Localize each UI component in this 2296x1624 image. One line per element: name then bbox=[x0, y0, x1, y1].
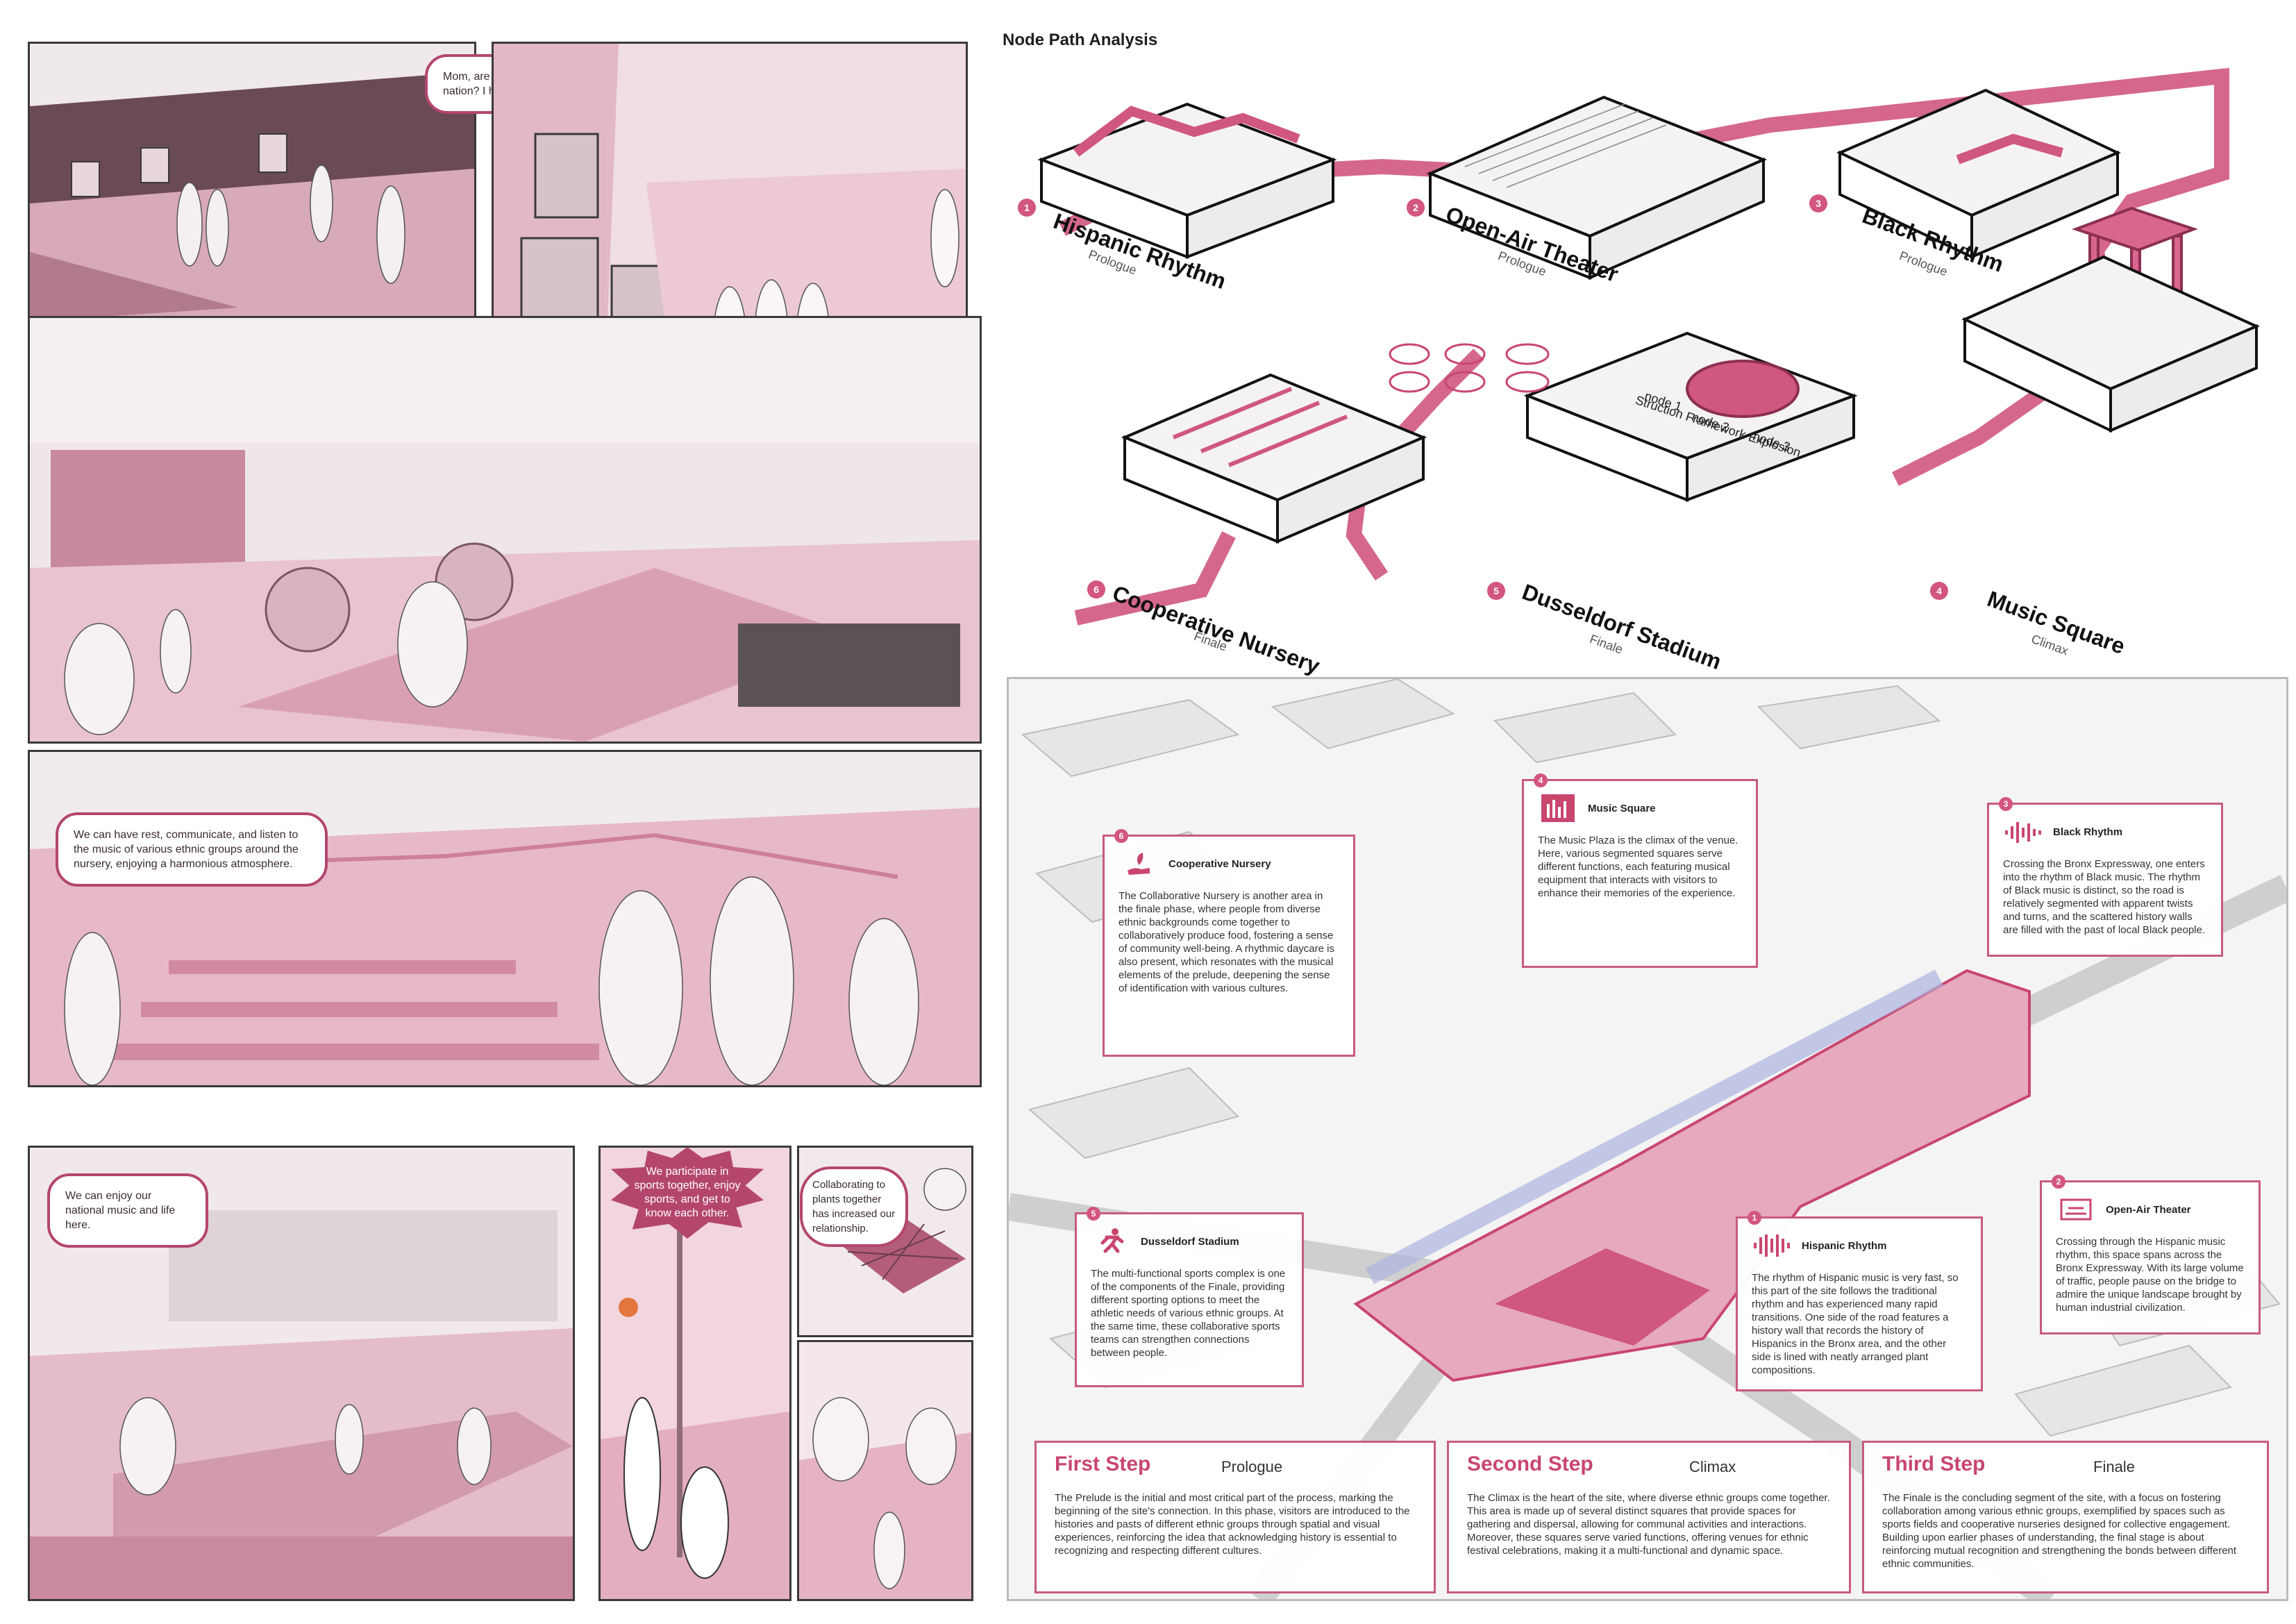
plaza-illustration bbox=[30, 318, 980, 742]
card-number: 3 bbox=[1999, 797, 2013, 811]
sound-wave-icon bbox=[2003, 816, 2043, 848]
card-text: The Music Plaza is the climax of the ven… bbox=[1538, 835, 1738, 899]
block-number-4: 4 bbox=[1930, 582, 1948, 600]
block-dusseldorf-stadium bbox=[1523, 331, 1858, 502]
card-number: 2 bbox=[2052, 1175, 2065, 1189]
card-open-air-theater: 2 Open-Air Theater Crossing through the … bbox=[2040, 1175, 2261, 1334]
card-dusseldorf-stadium: 5 Dusseldorf Stadium The multi-functiona… bbox=[1075, 1207, 1304, 1387]
comic-panel-museum bbox=[28, 42, 476, 324]
block-black-rhythm bbox=[1836, 88, 2121, 260]
block-open-air-theater bbox=[1426, 95, 1768, 281]
block-number-6: 6 bbox=[1087, 580, 1105, 598]
nursery-illustration bbox=[30, 752, 980, 1085]
block-music-square bbox=[1961, 255, 2260, 433]
theater-icon bbox=[2056, 1194, 2096, 1225]
comic-panel-nursery bbox=[28, 750, 982, 1087]
card-title: Black Rhythm bbox=[2053, 826, 2123, 838]
step-first: First Step Prologue The Prelude is the i… bbox=[1034, 1441, 1436, 1593]
card-title: Open-Air Theater bbox=[2106, 1203, 2191, 1216]
block-number-5: 5 bbox=[1487, 582, 1505, 600]
step-title: Third Step bbox=[1882, 1453, 1986, 1475]
waveform-icon bbox=[1752, 1230, 1792, 1262]
node-path-title: Node Path Analysis bbox=[1003, 31, 1158, 49]
comic-panel-garden bbox=[797, 1340, 973, 1601]
runner-icon bbox=[1091, 1225, 1131, 1257]
step-text: The Climax is the heart of the site, whe… bbox=[1467, 1492, 1830, 1557]
step-title: First Step bbox=[1055, 1453, 1151, 1475]
card-text: The multi-functional sports complex is o… bbox=[1091, 1268, 1286, 1359]
step-third: Third Step Finale The Finale is the conc… bbox=[1862, 1441, 2269, 1593]
card-title: Music Square bbox=[1588, 802, 1656, 814]
card-number: 4 bbox=[1534, 773, 1548, 787]
plant-hand-icon bbox=[1118, 848, 1159, 880]
block-number-1: 1 bbox=[1018, 199, 1036, 217]
step-phase: Climax bbox=[1689, 1458, 1736, 1475]
step-second: Second Step Climax The Climax is the hea… bbox=[1447, 1441, 1851, 1593]
card-text: Crossing the Bronx Expressway, one enter… bbox=[2003, 858, 2205, 936]
card-title: Dusseldorf Stadium bbox=[1141, 1235, 1239, 1248]
speech-bubble-music: We can enjoy our national music and life… bbox=[47, 1173, 208, 1248]
card-black-rhythm: 3 Black Rhythm Crossing the Bronx Expres… bbox=[1987, 797, 2223, 957]
step-title: Second Step bbox=[1467, 1453, 1593, 1475]
block-hispanic-rhythm bbox=[1037, 102, 1337, 259]
node-path-axonometric bbox=[1037, 67, 2260, 626]
card-hispanic-rhythm: 1 Hispanic Rhythm The rhythm of Hispanic… bbox=[1736, 1211, 1983, 1391]
block-number-3: 3 bbox=[1809, 194, 1827, 212]
comic-panel-plaza bbox=[28, 316, 982, 744]
node-rings bbox=[1389, 343, 1550, 393]
block-cooperative-nursery bbox=[1121, 373, 1427, 544]
card-music-square: 4 Music Square The Music Plaza is the cl… bbox=[1522, 773, 1758, 968]
speech-bubble-rest: We can have rest, communicate, and liste… bbox=[56, 812, 328, 887]
card-cooperative-nursery: 6 Cooperative Nursery The Collaborative … bbox=[1103, 829, 1355, 1057]
step-phase: Finale bbox=[2093, 1458, 2135, 1475]
speech-bubble-plants: Collaborating to plants together has inc… bbox=[800, 1166, 908, 1247]
card-number: 6 bbox=[1114, 829, 1128, 843]
map-route bbox=[1353, 969, 2031, 1382]
museum-illustration bbox=[30, 44, 474, 321]
music-grid-icon bbox=[1538, 792, 1578, 824]
card-title: Hispanic Rhythm bbox=[1802, 1239, 1887, 1252]
step-phase: Prologue bbox=[1221, 1458, 1283, 1475]
step-text: The Prelude is the initial and most crit… bbox=[1055, 1492, 1410, 1557]
garden-illustration bbox=[799, 1342, 971, 1599]
card-text: The Collaborative Nursery is another are… bbox=[1118, 890, 1334, 994]
block-number-2: 2 bbox=[1407, 199, 1425, 217]
card-text: Crossing through the Hispanic music rhyt… bbox=[2056, 1236, 2244, 1314]
card-number: 5 bbox=[1087, 1207, 1100, 1221]
card-text: The rhythm of Hispanic music is very fas… bbox=[1752, 1272, 1959, 1376]
card-number: 1 bbox=[1748, 1211, 1761, 1225]
card-title: Cooperative Nursery bbox=[1168, 857, 1271, 870]
comic-panel-skyline bbox=[28, 1146, 575, 1601]
step-text: The Finale is the concluding segment of … bbox=[1882, 1492, 2237, 1570]
